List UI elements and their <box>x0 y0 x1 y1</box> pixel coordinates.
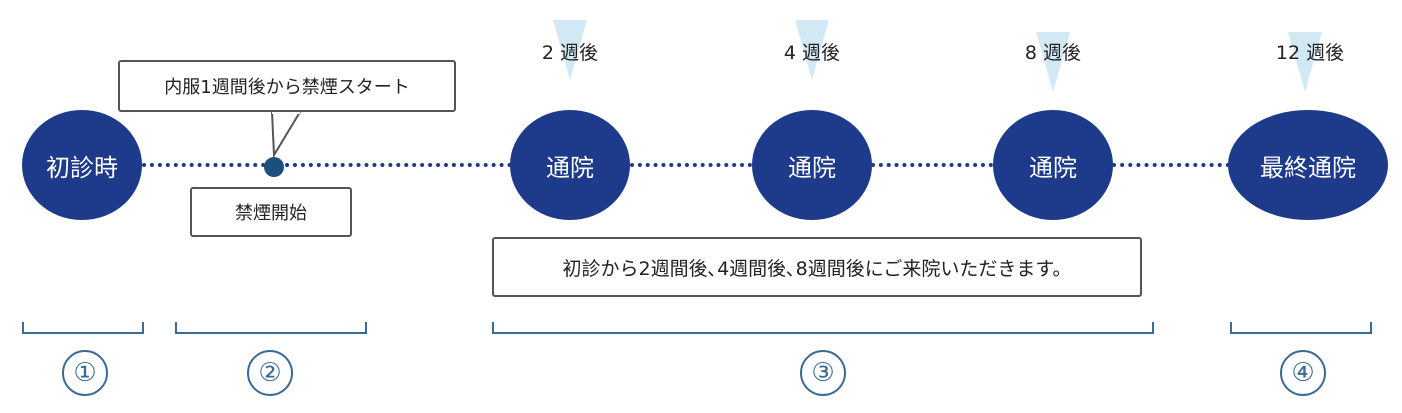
first-visit-node: 初診時 <box>22 110 142 220</box>
phase-2-bracket <box>175 322 367 334</box>
week-label-12: 12 週後 <box>1275 42 1345 64</box>
phase-1-bracket <box>22 322 144 334</box>
phase-1-number: ① <box>62 350 108 396</box>
quit-start-point <box>264 157 284 177</box>
phase-2-number: ② <box>247 350 293 396</box>
phase-4-bracket <box>1230 322 1372 334</box>
week-marker-4-icon <box>795 20 829 80</box>
timeline-line-4 <box>1112 163 1230 167</box>
timeline-line-2 <box>630 163 752 167</box>
phase-4-number: ④ <box>1280 350 1326 396</box>
callout-tail <box>270 110 302 159</box>
schedule-note: 初診から2週間後､4週間後､8週間後にご来院いただきます。 <box>492 237 1142 297</box>
timeline-line-1 <box>142 163 512 167</box>
quit-note-callout: 内服1週間後から禁煙スタート <box>118 60 456 112</box>
visit-4w-node: 通院 <box>752 110 872 220</box>
week-label-2: 2 週後 <box>541 42 599 64</box>
phase-3-bracket <box>492 322 1154 334</box>
week-marker-2-icon <box>553 20 587 80</box>
phase-3-number: ③ <box>800 350 846 396</box>
week-label-4: 4 週後 <box>783 42 841 64</box>
visit-8w-node: 通院 <box>993 110 1113 220</box>
visit-2w-node: 通院 <box>510 110 630 220</box>
week-marker-8-icon <box>1036 32 1070 92</box>
timeline-line-3 <box>871 163 993 167</box>
final-visit-node: 最終通院 <box>1228 110 1388 220</box>
week-label-8: 8 週後 <box>1024 42 1082 64</box>
quit-start-label: 禁煙開始 <box>190 187 352 237</box>
week-marker-12-icon <box>1288 32 1322 92</box>
